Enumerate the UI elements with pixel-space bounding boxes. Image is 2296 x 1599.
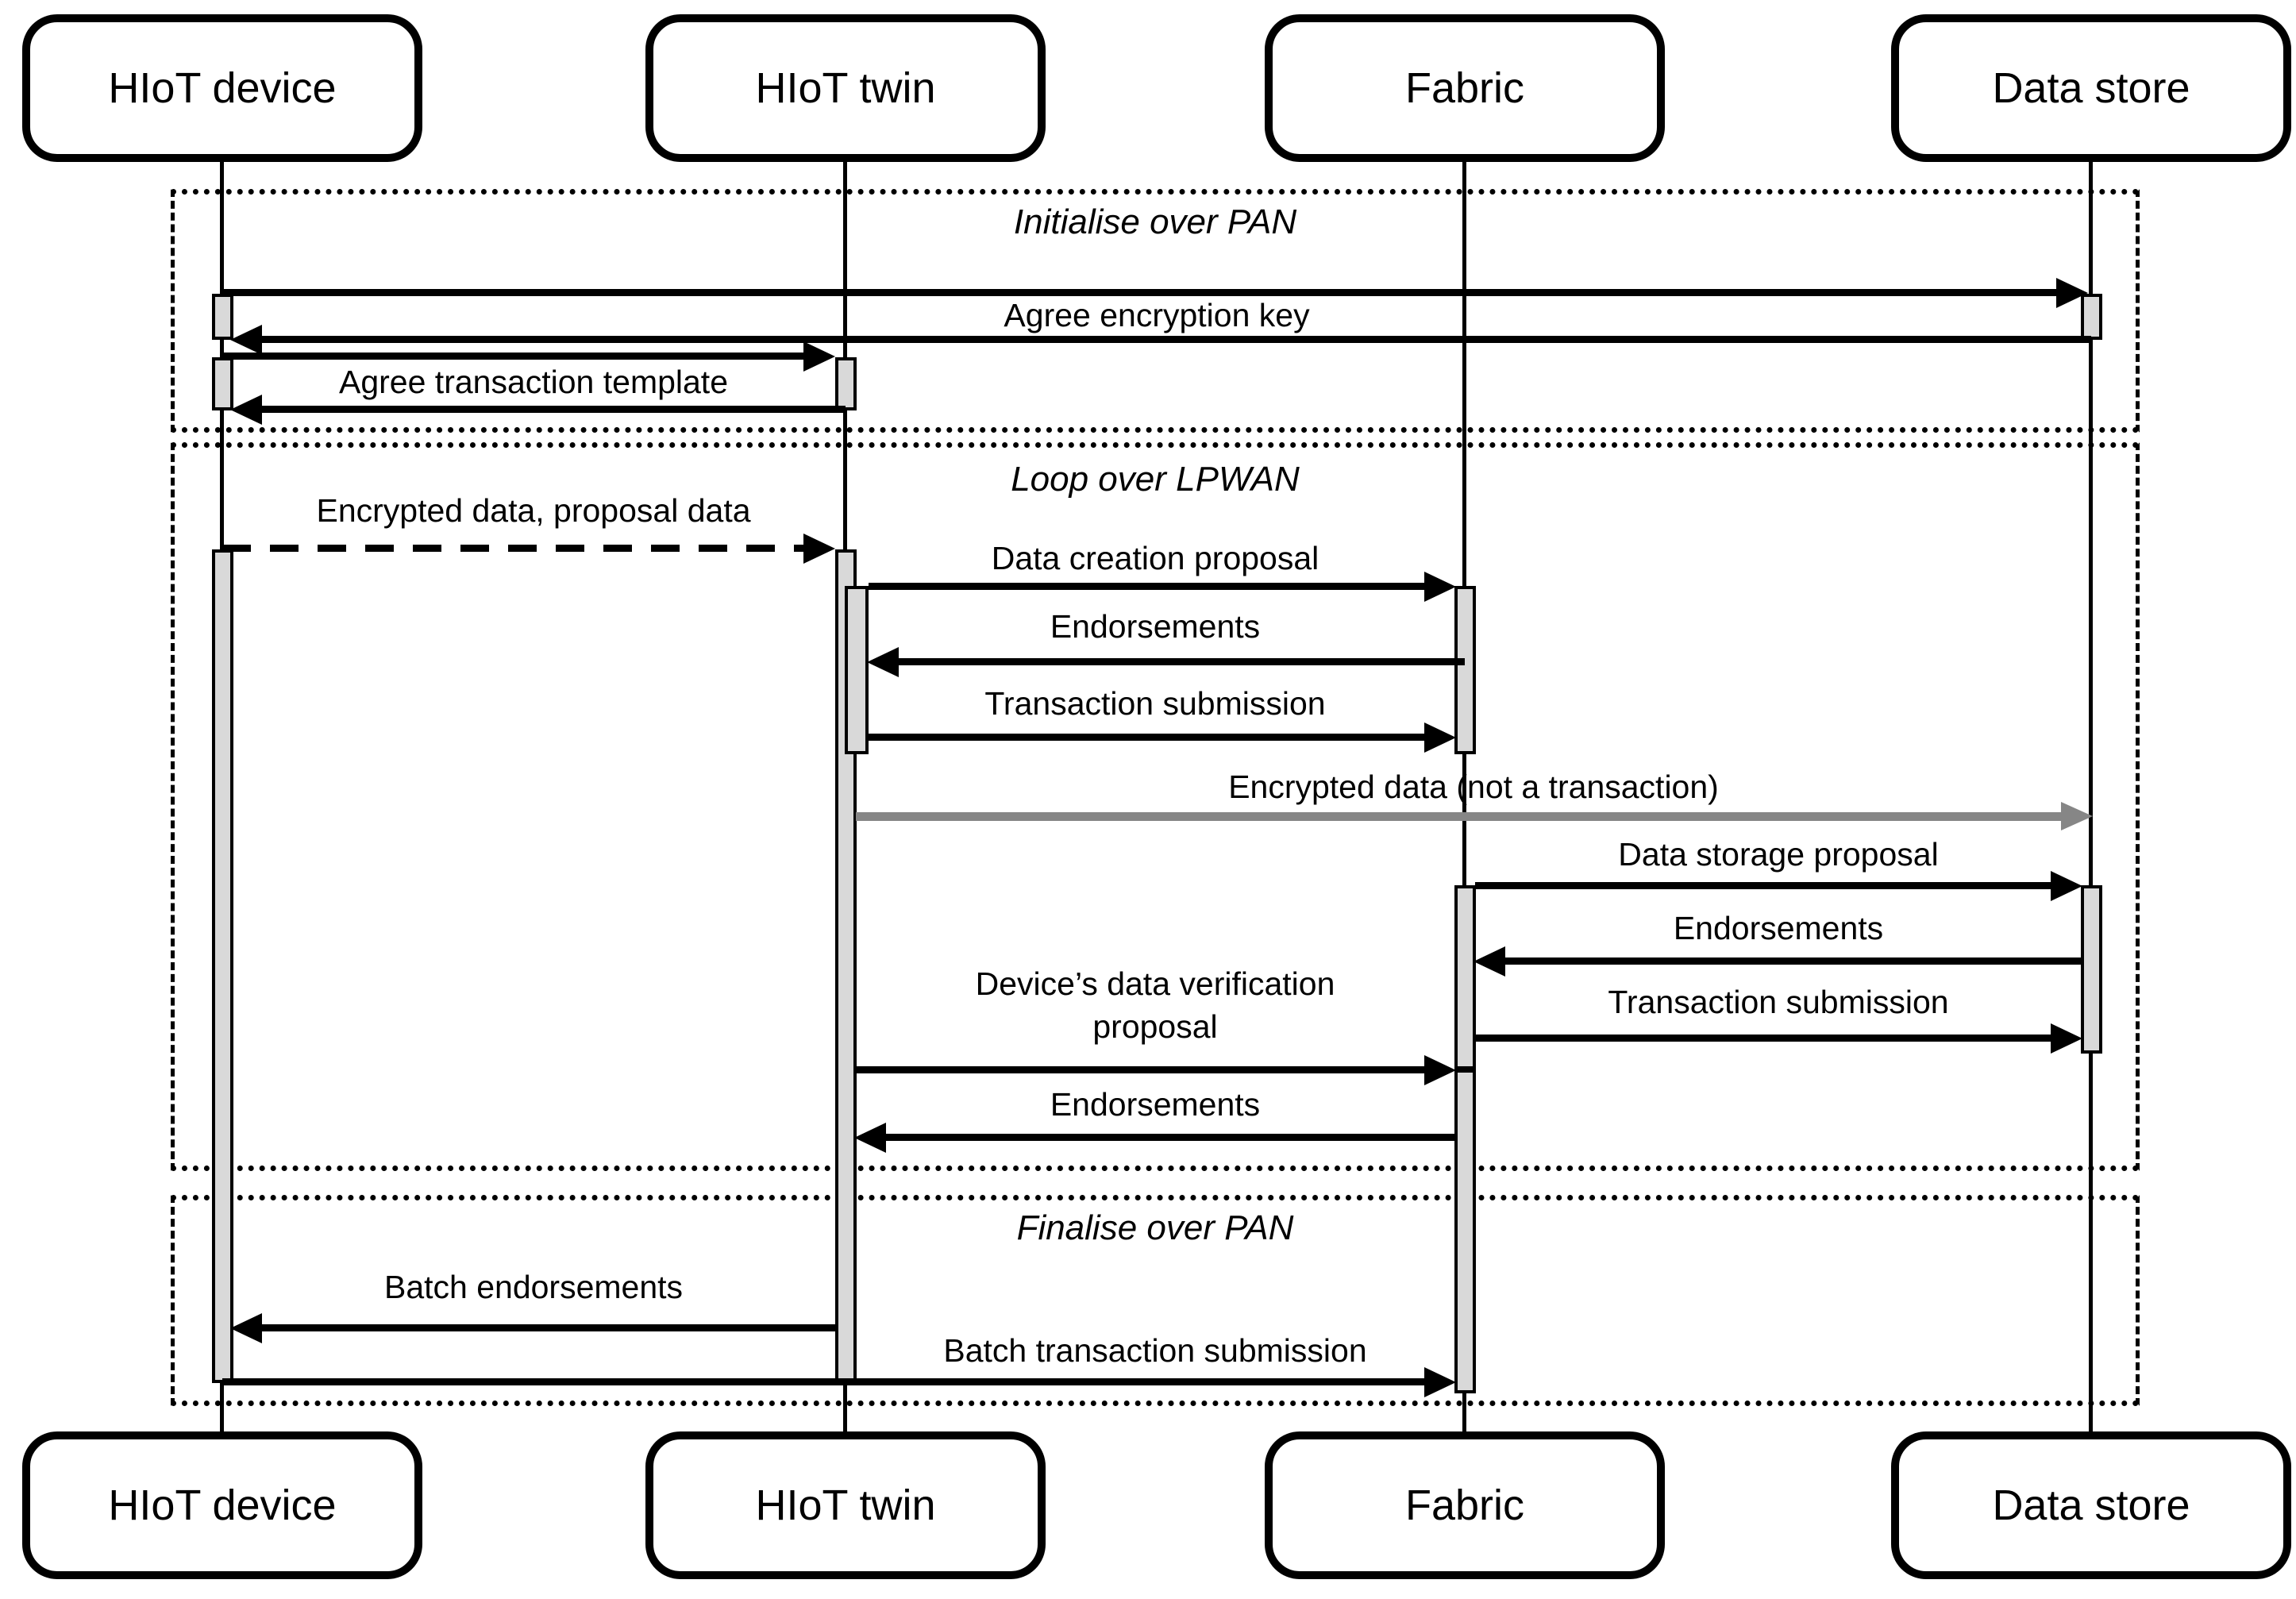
message-label-data-creation-proposal: Data creation proposal: [991, 540, 1319, 576]
message-label-endorsements-3: Endorsements: [1050, 1086, 1261, 1123]
actor-label-fabric-bottom: Fabric: [1404, 1481, 1525, 1529]
message-label-agree-transaction-template: Agree transaction template: [339, 364, 728, 400]
activation-bar-device-transaction-template: [212, 357, 233, 410]
frame-label-finalise: Finalise over PAN: [1016, 1208, 1294, 1247]
actor-box-hiot-twin-bottom: HIoT twin: [645, 1431, 1046, 1579]
activation-bar-twin-transaction-template: [835, 357, 857, 410]
activation-bar-device-loop: [212, 549, 233, 1383]
frame-label-loop: Loop over LPWAN: [1011, 460, 1300, 499]
actor-label-hiot-device-bottom: HIoT device: [108, 1481, 337, 1529]
arrow-endorsements-3: [854, 1123, 1454, 1153]
activation-bar-device-encryption-key: [212, 294, 233, 340]
arrow-transaction-submission-2: [1475, 1023, 2082, 1054]
actor-box-data-store-top: Data store: [1891, 14, 2291, 162]
message-label-batch-endorsements: Batch endorsements: [383, 1269, 684, 1305]
activation-bar-datastore-encryption-key: [2081, 294, 2102, 340]
actor-label-data-store-top: Data store: [1992, 64, 2190, 112]
actor-label-hiot-device-top: HIoT device: [108, 64, 337, 112]
message-label-encrypted-data-proposal-data: Encrypted data, proposal data: [316, 492, 751, 529]
activation-bar-fabric-data-creation: [1454, 586, 1476, 754]
activation-bar-twin-data-creation: [845, 586, 869, 754]
message-label-endorsements-2: Endorsements: [1673, 910, 1884, 946]
activation-bar-fabric-verification: [1454, 1069, 1476, 1393]
message-label-transaction-submission-2: Transaction submission: [1608, 984, 1949, 1020]
arrow-agree-encryption-key-response: [230, 325, 2091, 355]
activation-bar-fabric-data-storage: [1454, 885, 1476, 1069]
arrow-transaction-submission-1: [869, 722, 1456, 753]
actor-label-data-store-bottom: Data store: [1992, 1481, 2190, 1529]
arrow-encrypted-data-proposal-data: [222, 534, 835, 564]
actor-box-fabric-bottom: Fabric: [1265, 1431, 1665, 1579]
message-label-encrypted-data-not-a-transaction: Encrypted data (not a transaction): [1228, 769, 1719, 805]
arrow-batch-endorsements: [230, 1313, 835, 1343]
arrow-agree-encryption-key-request: [222, 278, 2088, 308]
arrow-data-storage-proposal: [1475, 871, 2082, 901]
actor-box-data-store-bottom: Data store: [1891, 1431, 2291, 1579]
arrow-agree-transaction-template-response: [230, 395, 846, 425]
message-label-device-data-verification-proposal: Device’s data verification proposal: [975, 965, 1335, 1045]
arrow-batch-transaction-submission: [222, 1367, 1456, 1397]
actor-box-hiot-device-top: HIoT device: [22, 14, 422, 162]
arrow-endorsements-1: [867, 647, 1465, 677]
lifeline-fabric: [1462, 161, 1466, 1433]
activation-bar-datastore-data-storage: [2081, 885, 2102, 1054]
frame-loop-over-lpwan: [171, 442, 2140, 1171]
frame-label-initialise: Initialise over PAN: [1013, 202, 1297, 241]
actor-box-hiot-device-bottom: HIoT device: [22, 1431, 422, 1579]
message-label-transaction-submission-1: Transaction submission: [984, 685, 1326, 722]
arrow-endorsements-2: [1474, 946, 2081, 977]
frame-initialise-over-pan: [171, 189, 2140, 433]
actor-box-fabric-top: Fabric: [1265, 14, 1665, 162]
frame-finalise-over-pan: [171, 1195, 2140, 1406]
actor-label-hiot-twin-bottom: HIoT twin: [755, 1481, 936, 1529]
arrow-agree-transaction-template-request: [222, 341, 835, 372]
message-label-batch-transaction-submission: Batch transaction submission: [943, 1332, 1367, 1369]
actor-label-fabric-top: Fabric: [1404, 64, 1525, 112]
message-label-data-storage-proposal: Data storage proposal: [1618, 836, 1939, 873]
arrow-device-data-verification-proposal: [856, 1055, 1456, 1085]
message-label-agree-encryption-key: Agree encryption key: [1004, 297, 1310, 333]
lifeline-data-store: [2089, 161, 2093, 1433]
arrow-data-creation-proposal: [869, 572, 1456, 602]
message-label-endorsements-1: Endorsements: [1050, 608, 1261, 645]
actor-label-hiot-twin-top: HIoT twin: [755, 64, 936, 112]
arrow-encrypted-data-not-a-transaction: [856, 802, 2093, 830]
actor-box-hiot-twin-top: HIoT twin: [645, 14, 1046, 162]
